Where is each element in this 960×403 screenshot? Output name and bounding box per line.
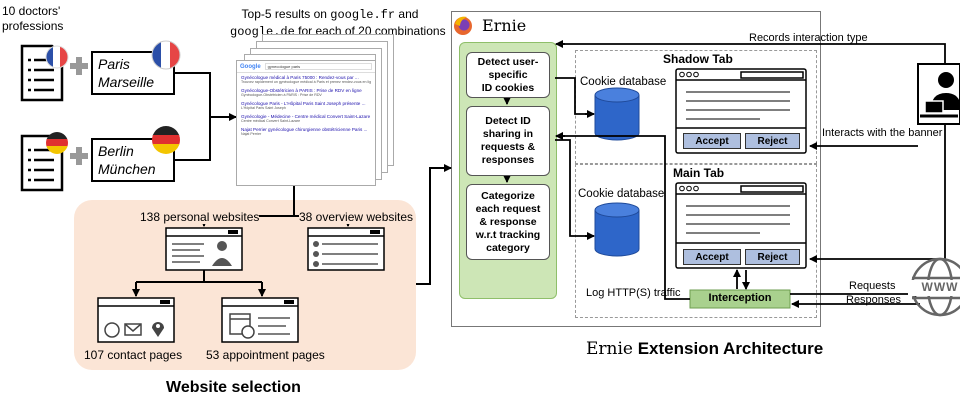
city-label-fr: Paris Marseille	[98, 56, 155, 90]
german-flag-icon	[152, 126, 180, 154]
serp-result-snippet: Gynécologue-Obstétricien à PARIS : Prise…	[241, 93, 322, 97]
serp-result-snippet: L'Hôpital Paris Saint Joseph	[241, 106, 286, 110]
serp-result-title[interactable]: Najat Perrier gynécologue chirurgienne o…	[241, 127, 368, 132]
serp-results-list: Gynécologue médical à Paris 75000 : Rend…	[237, 73, 375, 142]
serp-result-snippet: Trouvez rapidement un gynécologue médica…	[241, 80, 371, 84]
responses-label: Responses	[846, 294, 902, 306]
records-interaction-label: Records interaction type	[749, 32, 868, 44]
serp-result-item[interactable]: Gynécologue médical à Paris 75000 : Rend…	[241, 75, 371, 84]
log-http-traffic-label: Log HTTP(S) traffic	[586, 287, 681, 299]
overview-websites-label: 38 overview websites	[299, 210, 414, 224]
architecture-caption: Ernie Extension Architecture	[586, 339, 824, 359]
appointment-pages-label: 53 appointment pages	[206, 348, 325, 362]
plus-icon-de	[70, 147, 88, 165]
french-flag-icon	[151, 40, 181, 70]
serp-result-item[interactable]: Najat Perrier gynécologue chirurgienne o…	[241, 127, 371, 136]
google-logo: Google	[240, 63, 261, 70]
serp-result-title[interactable]: Gynécologie - Médecine - Centre médical …	[241, 114, 371, 119]
main-tab-title: Main Tab	[673, 166, 725, 180]
reject-button-shadow[interactable]: Reject	[745, 133, 800, 149]
city-label-de: Berlin München	[98, 143, 156, 177]
plus-icon-fr	[70, 57, 88, 75]
french-flag-icon-small	[45, 45, 69, 69]
website-selection-panel	[74, 200, 416, 370]
doctors-document-icon-de	[20, 134, 64, 192]
www-label: WWW	[921, 280, 959, 294]
serp-result-item[interactable]: Gynécologue-Obstétricien à PARIS : Prise…	[241, 88, 371, 97]
cookie-database-label-main: Cookie database	[578, 188, 665, 200]
doctors-document-icon-fr	[20, 44, 64, 102]
serp-result-item[interactable]: Gynécologie - Médecine - Centre médical …	[241, 114, 371, 123]
contact-pages-label: 107 contact pages	[84, 348, 183, 362]
doctors-professions-label: 10 doctors' professions	[2, 4, 64, 33]
serp-result-title[interactable]: Gynécologue Paris - L'Hôpital Paris Sain…	[241, 101, 366, 106]
german-flag-icon-small	[46, 132, 68, 154]
serp-result-snippet: Najat Perrier	[241, 132, 262, 136]
accept-button-main[interactable]: Accept	[683, 249, 741, 265]
serp-search-input: gynecologue paris	[264, 63, 372, 70]
ernie-title: Ernie	[482, 16, 527, 35]
serp-result-title[interactable]: Gynécologue médical à Paris 75000 : Rend…	[241, 75, 359, 80]
interception-label: Interception	[708, 292, 772, 304]
user-at-laptop-icon	[917, 63, 960, 125]
website-selection-title: Website selection	[166, 379, 301, 396]
shadow-tab-title: Shadow Tab	[663, 52, 733, 66]
serp-result-title[interactable]: Gynécologue-Obstétricien à PARIS : Prise…	[241, 88, 362, 93]
accept-button-shadow[interactable]: Accept	[683, 133, 741, 149]
personal-websites-label: 138 personal websites	[140, 210, 260, 224]
interacts-banner-label: Interacts with the banner	[822, 127, 943, 139]
cookie-database-label-shadow: Cookie database	[580, 76, 667, 88]
requests-label: Requests	[849, 280, 896, 292]
serp-page-front: Google gynecologue paris Gynécologue méd…	[236, 60, 376, 186]
serp-result-snippet: Centre médical Convert Saint-Lazare	[241, 119, 301, 123]
reject-button-main[interactable]: Reject	[745, 249, 800, 265]
serp-result-item[interactable]: Gynécologue Paris - L'Hôpital Paris Sain…	[241, 101, 371, 110]
